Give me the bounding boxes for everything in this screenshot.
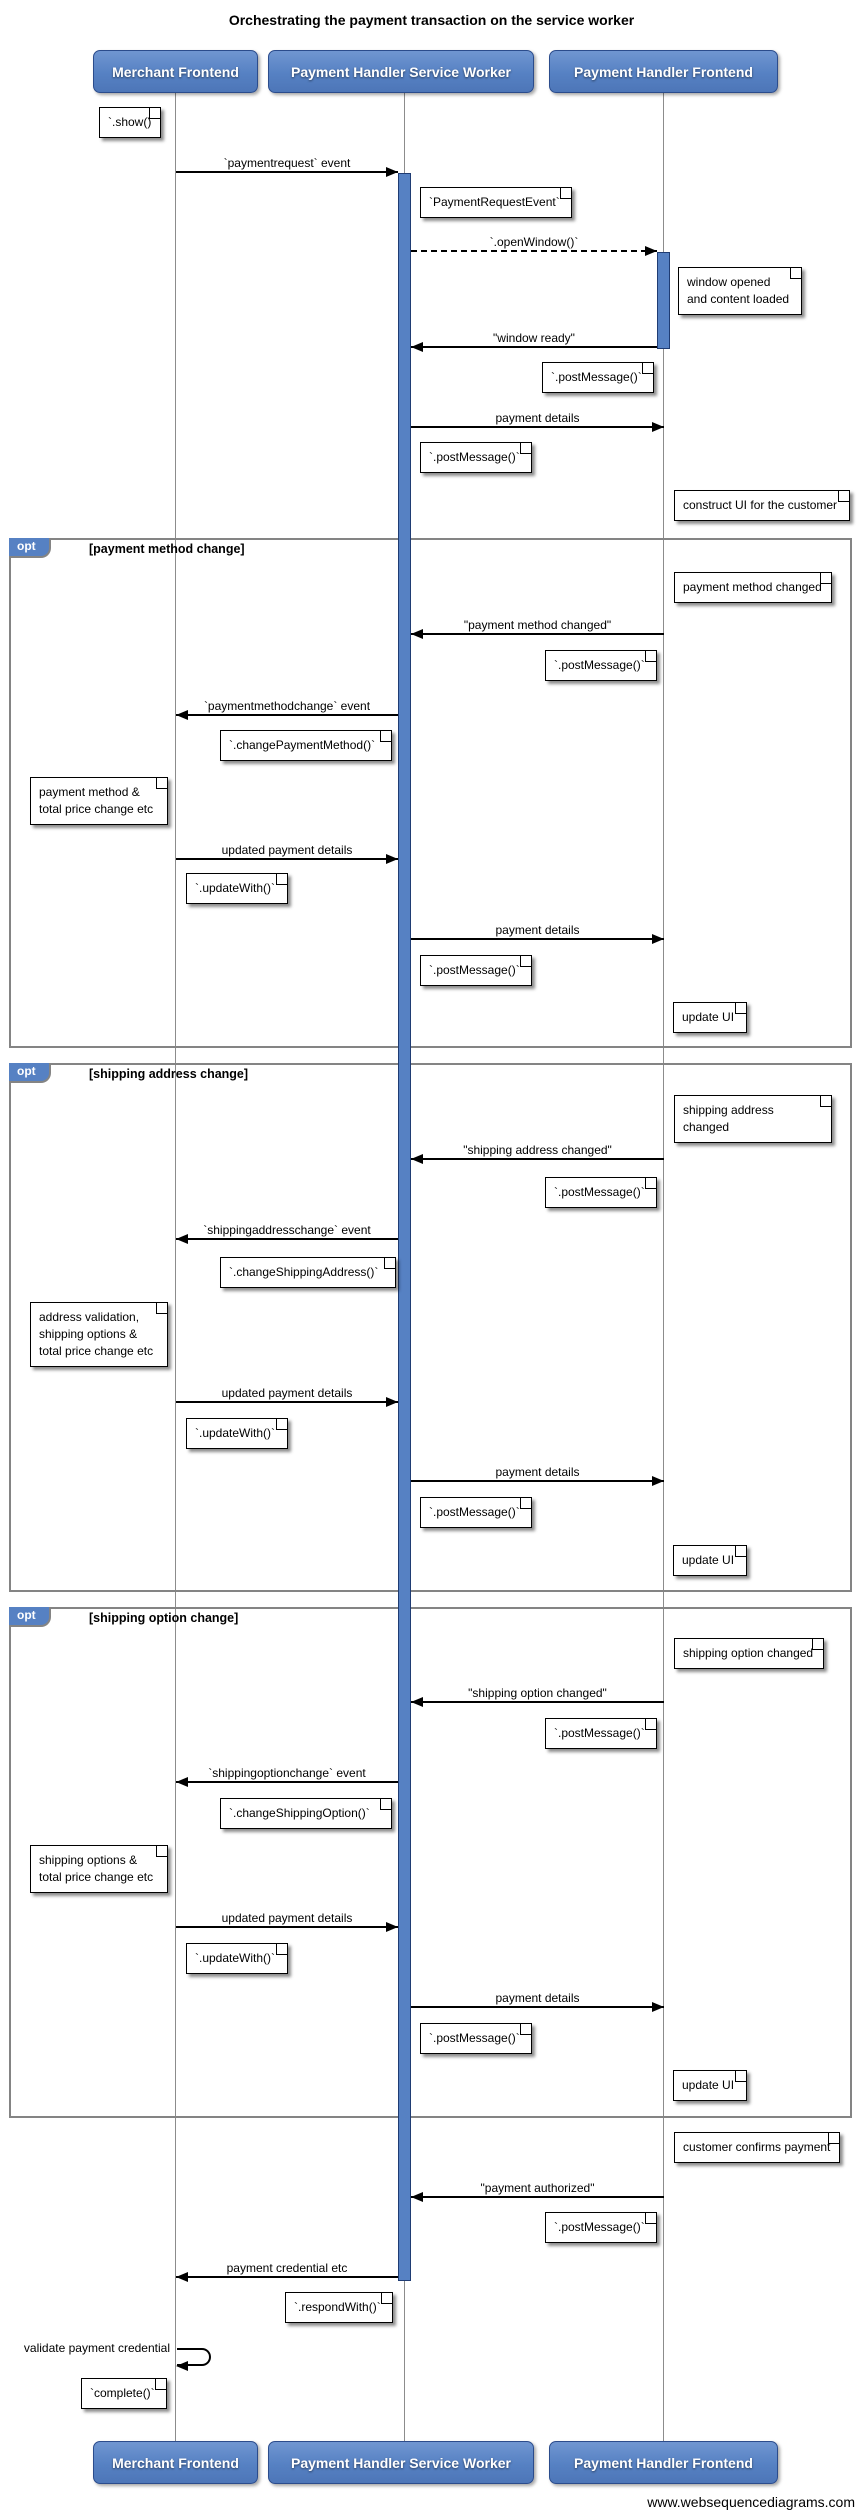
message-shippingoptionchange-event: `shippingoptionchange` event — [176, 1765, 398, 1787]
opt-condition-label: [payment method change] — [89, 542, 245, 556]
note-respondwith: `.respondWith()` — [285, 2292, 393, 2323]
actor-payment-handler-service-worker-top: Payment Handler Service Worker — [268, 50, 534, 93]
activation-service-worker — [398, 173, 411, 2281]
opt-fragment-shipping-option-change: opt [shipping option change] — [9, 1607, 852, 2118]
opt-fragment-shipping-address-change: opt [shipping address change] — [9, 1063, 852, 1592]
note-updatewith-3: `.updateWith()` — [186, 1943, 288, 1974]
note-postmessage-7: `.postMessage()` — [545, 1718, 657, 1749]
note-show: `.show()` — [99, 107, 161, 138]
message-openwindow: `.openWindow()` — [411, 234, 657, 256]
activation-payment-handler-frontend — [657, 252, 670, 349]
arrowhead-icon — [386, 1922, 398, 1932]
message-payment-details-3: payment details — [411, 1464, 664, 1486]
self-message-loop — [176, 2348, 211, 2371]
note-postmessage-4: `.postMessage()` — [420, 955, 532, 986]
arrowhead-icon — [176, 2272, 188, 2282]
arrowhead-icon — [176, 1777, 188, 1787]
note-postmessage-2: `.postMessage()` — [420, 442, 532, 473]
message-paymentmethodchange-event: `paymentmethodchange` event — [176, 698, 398, 720]
actor-merchant-frontend-top: Merchant Frontend — [93, 50, 258, 93]
arrowhead-icon — [652, 934, 664, 944]
message-shippingaddresschange-event: `shippingaddresschange` event — [176, 1222, 398, 1244]
note-updatewith-1: `.updateWith()` — [186, 873, 288, 904]
arrowhead-icon — [386, 1397, 398, 1407]
lifeline-merchant-frontend — [175, 93, 176, 2441]
note-postmessage-1: `.postMessage()` — [542, 362, 654, 393]
arrowhead-icon — [411, 1154, 423, 1164]
arrowhead-icon — [176, 2361, 188, 2371]
opt-operator-label: opt — [9, 1063, 51, 1083]
note-postmessage-3: `.postMessage()` — [545, 650, 657, 681]
actor-merchant-frontend-bottom: Merchant Frontend — [93, 2441, 258, 2484]
message-payment-details-2: payment details — [411, 922, 664, 944]
note-shipping-options-total-price: shipping options & total price change et… — [30, 1845, 168, 1893]
message-payment-details-4: payment details — [411, 1990, 664, 2012]
note-address-validation: address validation, shipping options & t… — [30, 1302, 168, 1367]
note-complete: `complete()` — [81, 2378, 167, 2409]
opt-condition-label: [shipping address change] — [89, 1067, 249, 1081]
diagram-title: Orchestrating the payment transaction on… — [228, 12, 635, 28]
arrowhead-icon — [652, 2002, 664, 2012]
message-updated-payment-details-3: updated payment details — [176, 1910, 398, 1932]
message-payment-method-changed: "payment method changed" — [411, 617, 664, 639]
arrowhead-icon — [176, 1234, 188, 1244]
note-updatewith-2: `.updateWith()` — [186, 1418, 288, 1449]
note-shipping-option-changed: shipping option changed — [674, 1638, 824, 1669]
arrowhead-icon — [386, 854, 398, 864]
message-window-ready: "window ready" — [411, 330, 657, 352]
message-payment-details-1: payment details — [411, 410, 664, 432]
note-changeshippingaddress: `.changeShippingAddress()` — [220, 1257, 396, 1288]
lifeline-payment-handler-frontend — [663, 93, 664, 2441]
arrowhead-icon — [176, 710, 188, 720]
note-payment-method-total-price: payment method & total price change etc — [30, 777, 168, 825]
note-postmessage-8: `.postMessage()` — [420, 2023, 532, 2054]
message-payment-authorized: "payment authorized" — [411, 2180, 664, 2202]
opt-operator-label: opt — [9, 538, 51, 558]
opt-condition-label: [shipping option change] — [89, 1611, 239, 1625]
message-payment-credential-etc: payment credential etc — [176, 2260, 398, 2282]
message-shipping-address-changed: "shipping address changed" — [411, 1142, 664, 1164]
opt-fragment-payment-method-change: opt [payment method change] — [9, 538, 852, 1048]
note-customer-confirms-payment: customer confirms payment — [674, 2132, 840, 2163]
websequencediagrams-credit: www.websequencediagrams.com — [647, 2494, 855, 2510]
note-changeshippingoption: `.changeShippingOption()` — [220, 1798, 392, 1829]
actor-payment-handler-service-worker-bottom: Payment Handler Service Worker — [268, 2441, 534, 2484]
note-postmessage-9: `.postMessage()` — [545, 2212, 657, 2243]
message-paymentrequest-event: `paymentrequest` event — [176, 155, 398, 177]
opt-operator-label: opt — [9, 1607, 51, 1627]
message-updated-payment-details-1: updated payment details — [176, 842, 398, 864]
note-postmessage-5: `.postMessage()` — [545, 1177, 657, 1208]
note-shipping-address-changed: shipping address changed — [674, 1095, 832, 1143]
note-paymentrequestevent: `PaymentRequestEvent` — [420, 187, 572, 218]
arrowhead-icon — [645, 246, 657, 256]
note-update-ui-1: update UI — [673, 1002, 747, 1033]
message-validate-payment-credential: validate payment credential — [23, 2341, 170, 2355]
note-window-opened: window opened and content loaded — [678, 267, 802, 315]
actor-payment-handler-frontend-bottom: Payment Handler Frontend — [549, 2441, 778, 2484]
note-postmessage-6: `.postMessage()` — [420, 1497, 532, 1528]
arrowhead-icon — [386, 167, 398, 177]
message-shipping-option-changed: "shipping option changed" — [411, 1685, 664, 1707]
note-update-ui-2: update UI — [673, 1545, 747, 1576]
message-updated-payment-details-2: updated payment details — [176, 1385, 398, 1407]
arrowhead-icon — [411, 629, 423, 639]
actor-payment-handler-frontend-top: Payment Handler Frontend — [549, 50, 778, 93]
note-update-ui-3: update UI — [673, 2070, 747, 2101]
arrowhead-icon — [652, 1476, 664, 1486]
note-changepaymentmethod: `.changePaymentMethod()` — [220, 730, 392, 761]
arrowhead-icon — [652, 422, 664, 432]
arrowhead-icon — [411, 2192, 423, 2202]
note-construct-ui: construct UI for the customer — [674, 490, 850, 521]
arrowhead-icon — [411, 1697, 423, 1707]
note-payment-method-changed: payment method changed — [674, 572, 832, 603]
arrowhead-icon — [411, 342, 423, 352]
